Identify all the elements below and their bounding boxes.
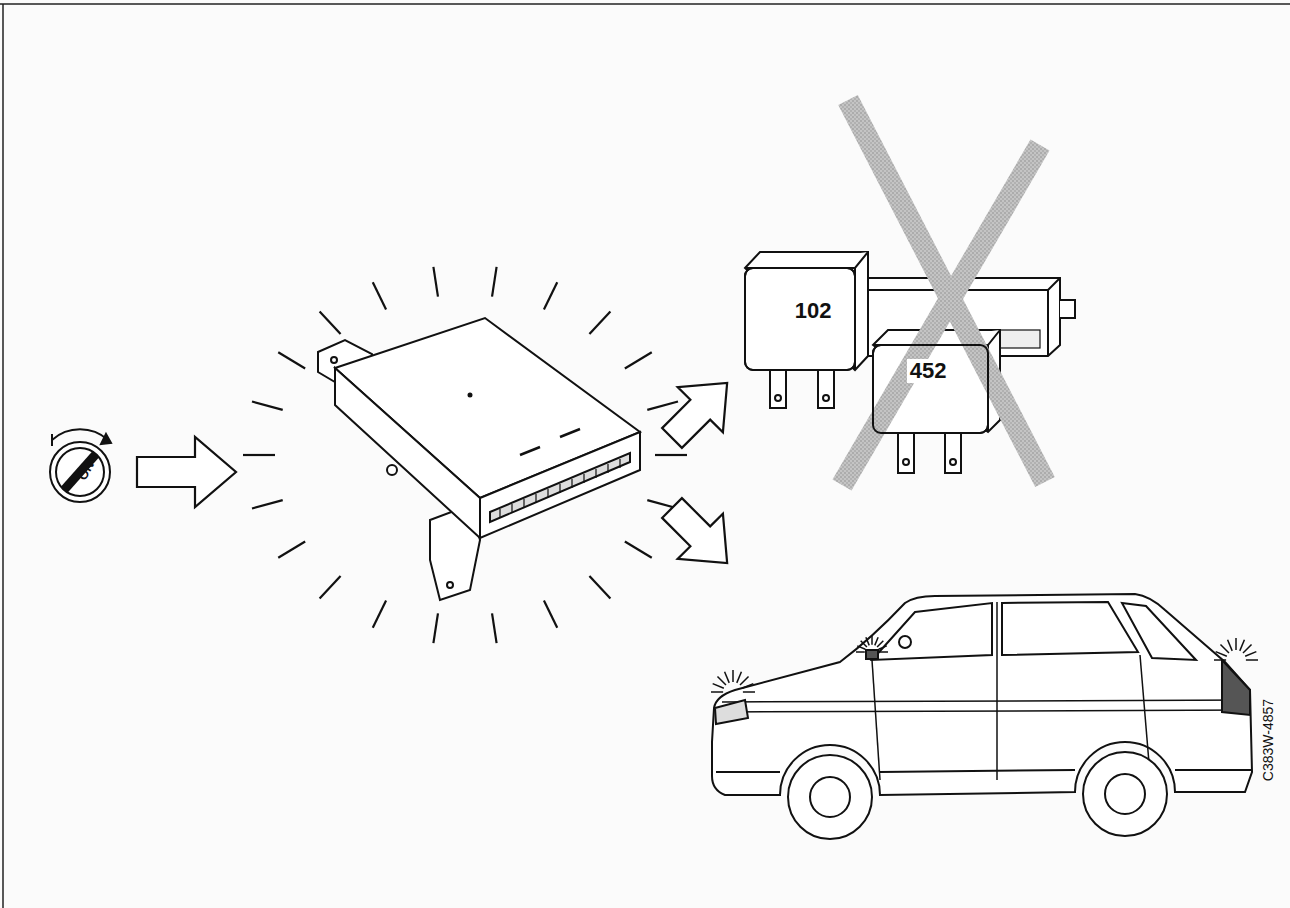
relay-box: 102 [745, 268, 855, 370]
glow-ray [433, 267, 438, 297]
flash-ray [1246, 659, 1258, 661]
flash-ray [875, 637, 878, 645]
relay-face [745, 268, 855, 370]
glow-ray [589, 576, 610, 599]
glow-ray [278, 352, 305, 368]
flash-ray [737, 672, 742, 683]
flash-ray [857, 646, 865, 649]
glow-ray [589, 311, 610, 334]
flash-ray [1216, 652, 1227, 657]
flash-ray [1243, 644, 1252, 653]
relay-outline [873, 345, 988, 433]
glow-rays [243, 267, 687, 643]
glow-ray [278, 542, 305, 558]
flash-ray [742, 684, 753, 689]
cross-out [842, 100, 1045, 485]
ignition-key [50, 429, 111, 502]
glow-ray [373, 601, 386, 628]
flash-ray [871, 636, 873, 645]
flash-ray [1235, 638, 1237, 650]
relay-number: 102 [792, 299, 835, 323]
flash-ray [879, 651, 888, 653]
flash-ray [856, 651, 865, 653]
figure-code: C383W-4857 [1261, 699, 1275, 781]
relay-number: 452 [907, 359, 950, 383]
flash-ray [1220, 644, 1229, 653]
glow-ray [492, 613, 497, 643]
glow-ray [625, 352, 652, 368]
glow-ray [655, 454, 687, 456]
glow-ray [492, 267, 497, 297]
flash-ray [1214, 659, 1226, 661]
glow-ray [252, 500, 283, 508]
flash-ray [879, 646, 887, 649]
glow-ray [433, 613, 438, 643]
flash-ray [877, 641, 883, 647]
flash-ray [713, 684, 724, 689]
light-flash [711, 636, 1258, 692]
glow-ray [320, 576, 341, 599]
flash-ray [711, 691, 723, 693]
flash-ray [717, 676, 726, 685]
flash-ray [725, 672, 730, 683]
flash-ray [1245, 652, 1256, 657]
glow-ray [320, 311, 341, 334]
glow-ray [544, 282, 557, 309]
glow-ray [544, 601, 557, 628]
flash-ray [740, 676, 749, 685]
flash-ray [866, 637, 869, 645]
glow-ray [647, 401, 678, 409]
flash-ray [861, 641, 867, 647]
relay-box: 452 [873, 345, 988, 433]
flash-ray [1228, 640, 1233, 651]
flash-ray [1240, 640, 1245, 651]
flash-ray [743, 691, 755, 693]
control-module [318, 318, 640, 600]
glow-ray [243, 454, 275, 456]
glow-ray [252, 401, 283, 409]
glow-ray [373, 282, 386, 309]
flash-ray [732, 670, 734, 682]
car [712, 594, 1252, 839]
glow-ray [625, 542, 652, 558]
flow-arrow [137, 437, 236, 507]
flow-arrow [649, 360, 749, 586]
relay-face [873, 345, 988, 433]
